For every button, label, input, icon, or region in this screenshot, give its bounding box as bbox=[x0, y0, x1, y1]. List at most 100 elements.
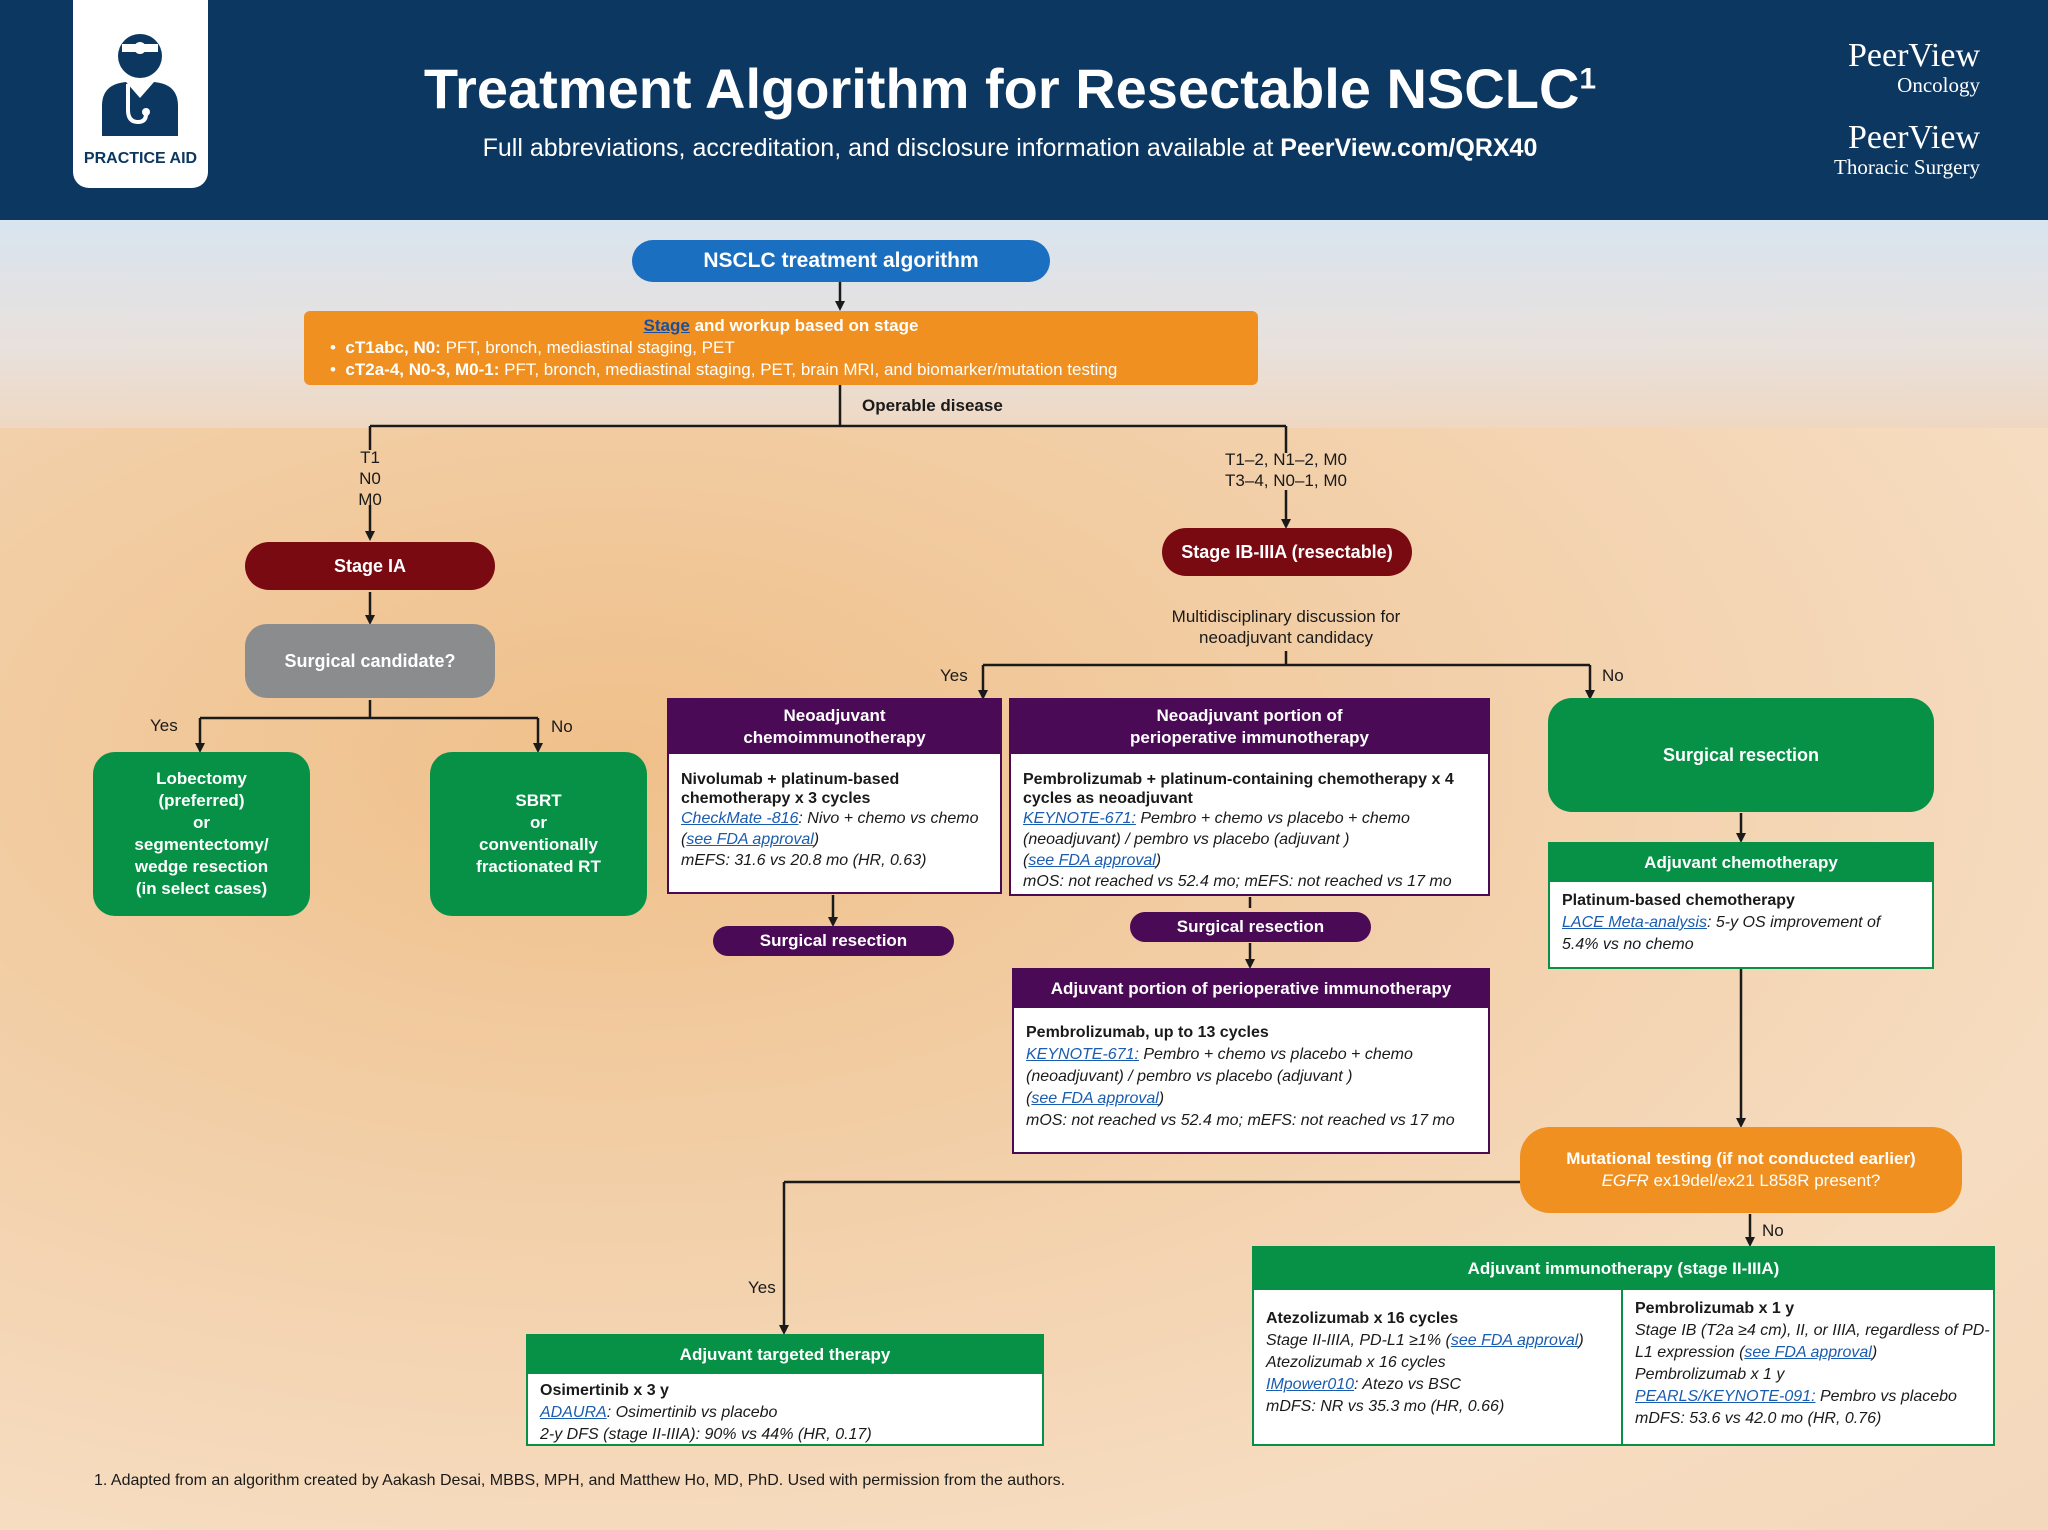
sbrt-node: SBRT or conventionally fractionated RT bbox=[430, 752, 647, 916]
trial-link[interactable]: PEARLS/KEYNOTE-091: bbox=[1635, 1388, 1816, 1405]
brand-sub: Thoracic Surgery bbox=[1834, 155, 1980, 179]
header-banner bbox=[0, 0, 2048, 220]
trial-line: KEYNOTE-671: Pembro + chemo vs placebo +… bbox=[1026, 1044, 1476, 1088]
trial-link[interactable]: CheckMate -816 bbox=[681, 810, 799, 827]
header-line: Neoadjuvant portion of bbox=[1156, 706, 1343, 725]
column-divider bbox=[1621, 1290, 1623, 1444]
no-label: No bbox=[1762, 1221, 1784, 1240]
label-n: N0 bbox=[359, 469, 381, 488]
neoadjuvant-chemoimmunotherapy-box: Neoadjuvant chemoimmunotherapy Nivolumab… bbox=[667, 698, 1002, 894]
surgical-resection-pill: Surgical resection bbox=[1130, 912, 1371, 942]
left-branch-label: T1 N0 M0 bbox=[345, 447, 395, 510]
regimen: Pembrolizumab x 1 y bbox=[1635, 1300, 1795, 1317]
paren: ) bbox=[1158, 1090, 1165, 1107]
footnote: 1. Adapted from an algorithm created by … bbox=[94, 1472, 1066, 1489]
surgical-resection-pill: Surgical resection bbox=[713, 926, 954, 956]
label-t: T1 bbox=[360, 448, 380, 467]
line: segmentectomy/ bbox=[134, 835, 269, 854]
paren: ) bbox=[1155, 852, 1162, 869]
bullet-text: PFT, bronch, mediastinal staging, PET bbox=[440, 338, 735, 357]
regimen: Atezolizumab x 16 cycles bbox=[1266, 1310, 1459, 1327]
adjuvant-chemotherapy-box: Adjuvant chemotherapy Platinum-based che… bbox=[1548, 842, 1934, 969]
neoadjuvant-periop-immunotherapy-box: Neoadjuvant portion of perioperative imm… bbox=[1009, 698, 1490, 896]
line: SBRT bbox=[515, 791, 562, 810]
staging-heading-text: and workup based on stage bbox=[689, 316, 919, 335]
atezolizumab-column: Atezolizumab x 16 cycles Stage II-IIIA, … bbox=[1254, 1308, 1638, 1428]
box-header: Neoadjuvant portion of perioperative imm… bbox=[1011, 700, 1488, 754]
surgical-candidate-decision: Surgical candidate? bbox=[245, 624, 495, 698]
indication: Stage II-IIIA, PD-L1 ≥1% bbox=[1266, 1332, 1446, 1349]
fda-line: (see FDA approval) bbox=[1026, 1088, 1476, 1110]
box-header: Adjuvant portion of perioperative immuno… bbox=[1014, 970, 1488, 1008]
trial-link[interactable]: ADAURA bbox=[540, 1404, 607, 1421]
page-title: Treatment Algorithm for Resectable NSCLC… bbox=[300, 56, 1720, 121]
trial-text: : Atezo vs BSC bbox=[1354, 1376, 1462, 1393]
brand-name: PeerView bbox=[1847, 119, 1980, 156]
subtitle-link[interactable]: PeerView.com/QRX40 bbox=[1280, 134, 1538, 162]
trial-line: LACE Meta-analysis: 5-y OS improvement o… bbox=[1562, 912, 1920, 956]
label-line: neoadjuvant candidacy bbox=[1199, 628, 1373, 647]
practice-aid-badge: PRACTICE AID bbox=[73, 0, 208, 188]
gene-name: EGFR bbox=[1601, 1171, 1649, 1190]
fda-link[interactable]: see FDA approval bbox=[1744, 1344, 1872, 1361]
paren: ) bbox=[813, 831, 820, 848]
result: mEFS: 31.6 vs 20.8 mo (HR, 0.63) bbox=[681, 852, 927, 869]
dosing: Pembrolizumab x 1 y bbox=[1635, 1366, 1785, 1383]
no-label: No bbox=[1602, 666, 1624, 685]
trial-line: IMpower010: Atezo vs BSC bbox=[1266, 1374, 1626, 1396]
stage-ib-iiia-pill: Stage IB-IIIA (resectable) bbox=[1162, 528, 1412, 576]
trial-link[interactable]: IMpower010 bbox=[1266, 1376, 1355, 1393]
trial-link[interactable]: LACE Meta-analysis bbox=[1562, 914, 1707, 931]
paren: ( bbox=[681, 831, 687, 848]
regimen: Osimertinib x 3 y bbox=[540, 1382, 669, 1399]
fda-link[interactable]: see FDA approval bbox=[1028, 852, 1156, 869]
line: (in select cases) bbox=[135, 879, 268, 898]
result: mOS: not reached vs 52.4 mo; mEFS: not r… bbox=[1026, 1112, 1455, 1129]
doctor-icon bbox=[102, 34, 178, 136]
trial-text: Pembro + chemo vs placebo + chemo (neoad… bbox=[1026, 1046, 1413, 1085]
fda-link[interactable]: see FDA approval bbox=[1031, 1090, 1159, 1107]
pembrolizumab-column: Pembrolizumab x 1 y Stage IB (T2a ≥4 cm)… bbox=[1623, 1298, 2017, 1440]
box-body: Platinum-based chemotherapy LACE Meta-an… bbox=[1550, 882, 1932, 966]
dosing: Atezolizumab x 16 cycles bbox=[1266, 1354, 1446, 1371]
trial-line: PEARLS/KEYNOTE-091: Pembro vs placebo bbox=[1635, 1386, 2005, 1408]
stage-ia-pill: Stage IA bbox=[245, 542, 495, 590]
adjuvant-periop-immunotherapy-box: Adjuvant portion of perioperative immuno… bbox=[1012, 968, 1490, 1154]
fda-line: (see FDA approval) bbox=[681, 829, 988, 850]
staging-bullet-1: • cT1abc, N0: PFT, bronch, mediastinal s… bbox=[330, 338, 735, 357]
fda-link[interactable]: see FDA approval bbox=[1450, 1332, 1579, 1349]
fda-line: (see FDA approval) bbox=[1023, 850, 1476, 871]
yes-label: Yes bbox=[150, 716, 178, 735]
trial-text: : Osimertinib vs placebo bbox=[606, 1404, 778, 1421]
line: fractionated RT bbox=[476, 857, 601, 876]
mutational-testing-node: Mutational testing (if not conducted ear… bbox=[1520, 1127, 1962, 1213]
label-m: M0 bbox=[358, 490, 382, 509]
trial-line: CheckMate -816: Nivo + chemo vs chemo bbox=[681, 808, 988, 829]
result: 2-y DFS (stage II-IIIA): 90% vs 44% (HR,… bbox=[540, 1426, 872, 1443]
stage-link[interactable]: Stage bbox=[643, 316, 690, 335]
regimen: Pembrolizumab, up to 13 cycles bbox=[1026, 1024, 1269, 1041]
brand-peerview-oncology: PeerView Oncology bbox=[1700, 38, 1980, 97]
line: Lobectomy bbox=[156, 769, 247, 788]
mutational-question: EGFR ex19del/ex21 L858R present? bbox=[1602, 1170, 1881, 1192]
brand-peerview-thoracic: PeerView Thoracic Surgery bbox=[1700, 119, 1980, 179]
algorithm-title-pill: NSCLC treatment algorithm bbox=[632, 240, 1050, 282]
line: wedge resection bbox=[134, 857, 269, 876]
line: conventionally bbox=[478, 835, 599, 854]
mutational-heading: Mutational testing (if not conducted ear… bbox=[1566, 1149, 1916, 1168]
staging-bullet-2: • cT2a-4, N0-3, M0-1: PFT, bronch, media… bbox=[330, 360, 1118, 379]
paren: ) bbox=[1871, 1344, 1878, 1361]
label-line: Multidisciplinary discussion for bbox=[1171, 607, 1401, 626]
bullet-bold: cT1abc, N0: bbox=[345, 338, 441, 357]
paren: ( bbox=[1445, 1332, 1451, 1349]
yes-label: Yes bbox=[940, 666, 968, 685]
paren: ( bbox=[1023, 852, 1029, 869]
trial-line: KEYNOTE-671: Pembro + chemo vs placebo +… bbox=[1023, 808, 1476, 850]
trial-link[interactable]: KEYNOTE-671: bbox=[1023, 810, 1136, 827]
fda-link[interactable]: see FDA approval bbox=[686, 831, 814, 848]
badge-label: PRACTICE AID bbox=[83, 150, 198, 167]
indication-line: Stage II-IIIA, PD-L1 ≥1% (see FDA approv… bbox=[1266, 1330, 1626, 1352]
paren: ( bbox=[1739, 1344, 1745, 1361]
trial-link[interactable]: KEYNOTE-671: bbox=[1026, 1046, 1139, 1063]
